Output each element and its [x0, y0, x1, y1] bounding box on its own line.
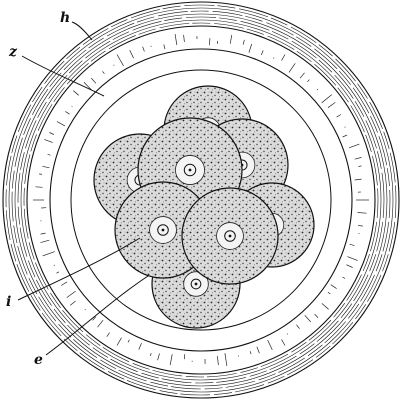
nucleolus-dot — [195, 283, 198, 286]
striation — [43, 166, 50, 168]
striation — [48, 154, 51, 155]
striation — [158, 354, 160, 361]
striation — [282, 55, 286, 61]
striation — [349, 144, 359, 148]
striation — [170, 354, 172, 365]
striation — [91, 78, 96, 83]
nucleolus-dot — [189, 169, 192, 172]
striation — [350, 244, 355, 245]
striation — [307, 80, 309, 82]
striation — [305, 315, 311, 322]
striation — [342, 277, 345, 278]
striation — [73, 91, 78, 96]
striation — [347, 257, 357, 261]
striation — [315, 314, 319, 318]
striation — [85, 309, 86, 310]
striation — [346, 265, 352, 268]
striation — [150, 353, 151, 356]
striation — [175, 34, 177, 45]
striation — [345, 127, 346, 128]
striation — [282, 339, 286, 345]
striation — [128, 340, 129, 343]
striation — [103, 71, 105, 73]
striation — [217, 356, 218, 365]
striation — [184, 354, 185, 359]
striation — [98, 320, 104, 327]
blastomere-cluster — [94, 86, 314, 328]
blastomere — [182, 188, 278, 284]
striation — [230, 35, 232, 44]
striation — [41, 240, 50, 242]
striation — [322, 95, 332, 103]
striation — [268, 340, 273, 350]
striation — [117, 55, 124, 66]
striation — [287, 334, 288, 335]
striation — [317, 89, 318, 90]
striation — [70, 301, 75, 305]
striation — [289, 63, 295, 72]
striation — [358, 225, 363, 226]
striation — [41, 233, 46, 234]
nucleolus-dot — [162, 229, 165, 232]
striation — [337, 115, 341, 118]
striation — [184, 35, 185, 42]
striation — [331, 285, 337, 289]
striation — [328, 102, 335, 107]
striation — [359, 166, 362, 167]
striation — [250, 351, 251, 354]
striation — [57, 272, 60, 273]
striation — [257, 347, 260, 354]
striation — [343, 135, 348, 137]
label-i: i — [6, 294, 11, 310]
striation — [44, 139, 52, 142]
striation — [43, 252, 55, 256]
label-h: h — [60, 10, 70, 26]
striation — [39, 174, 42, 175]
striation — [107, 333, 110, 337]
striation — [117, 338, 122, 346]
striation — [355, 179, 362, 180]
striation — [36, 187, 43, 188]
striation — [130, 50, 134, 58]
striation — [164, 44, 165, 49]
striation — [114, 65, 115, 66]
striation — [328, 292, 330, 294]
striation — [84, 82, 92, 90]
striation — [57, 122, 65, 126]
label-e: e — [34, 352, 43, 368]
striation — [322, 303, 329, 309]
striation — [358, 213, 367, 214]
striation — [274, 58, 275, 59]
striation — [355, 157, 362, 159]
striation — [300, 73, 304, 78]
label-z: z — [8, 44, 18, 60]
striation — [139, 343, 142, 350]
striation — [65, 111, 69, 114]
striation — [296, 325, 299, 329]
striation — [49, 133, 54, 135]
nucleolus-dot — [229, 235, 232, 238]
striation — [143, 47, 145, 52]
striation — [243, 40, 244, 45]
striation — [261, 50, 263, 55]
striation — [72, 106, 73, 107]
striation — [249, 44, 252, 53]
striation — [67, 291, 76, 298]
striation — [61, 282, 67, 286]
striation — [225, 353, 227, 366]
